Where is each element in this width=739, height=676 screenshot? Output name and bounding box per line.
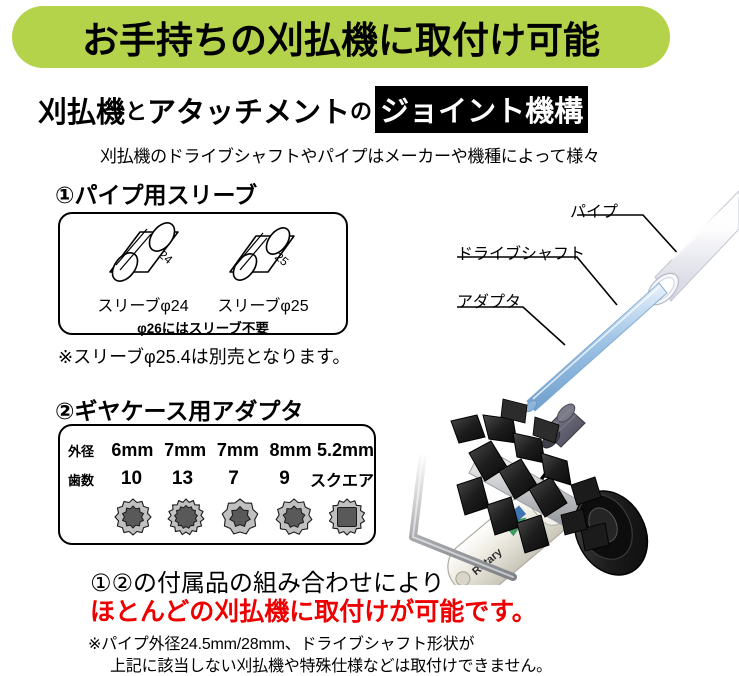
conclusion-line-1: ①②の付属品の組み合わせにより [90, 570, 445, 597]
adapter-row-outer-diameter: 外径 6mm 7mm 7mm 8mm 5.2mm [60, 438, 374, 462]
adapter-row-icons [60, 496, 374, 538]
footnote-line-1: ※パイプ外径24.5mm/28mm、ドライブシャフト形状が [88, 636, 475, 653]
adapter-od-cell: 5.2mm [316, 439, 374, 460]
section1-box [58, 212, 348, 335]
adapter-od-cell: 7mm [216, 439, 259, 460]
conclusion-line-2: ほとんどの刈払機に取付けが可能です。 [90, 598, 537, 626]
gear-7-tooth-icon [213, 497, 267, 537]
subtitle-part-2: と [125, 98, 148, 124]
banner-title: お手持ちの刈払機に取付け可能 [82, 20, 600, 61]
subtitle-highlight: ジョイント機構 [375, 86, 589, 133]
subtitle-part-3: アタッチメント [147, 96, 351, 129]
section1-heading: ①パイプ用スリーブ [55, 182, 258, 208]
adapter-od-cell: 8mm [269, 439, 312, 460]
sleeve-illustration-24: 24 [92, 222, 198, 299]
gear-square-icon [320, 497, 374, 537]
attachment-illustration: Rotary [395, 185, 739, 597]
section2-box [58, 424, 376, 545]
adapter-table: 外径 6mm 7mm 7mm 8mm 5.2mm 歯数 10 13 7 9 スク… [60, 424, 374, 545]
gear-9-tooth-icon [267, 497, 321, 537]
adapter-teeth-cell: スクエア [310, 473, 375, 490]
sleeve-illustration-25: 25 [212, 222, 318, 299]
handle-graphic [409, 449, 517, 581]
callout-leader-lines [457, 214, 682, 346]
sleeve-label-25: スリーブφ25 [217, 298, 309, 315]
adapter-teeth-cell: 9 [279, 468, 290, 489]
adapter-teeth-cell: 10 [120, 468, 143, 489]
adapter-od-cell: 6mm [111, 439, 154, 460]
sleeve-box-note: φ26にはスリーブ不要 [137, 321, 269, 336]
row-label-teeth-count: 歯数 [68, 472, 95, 488]
callout-label-adapter: アダプタ [457, 294, 522, 311]
subtitle: 刈払機 と アタッチメント の ジョイント機構 [38, 86, 589, 133]
header-banner: お手持ちの刈払機に取付け可能 [12, 6, 670, 68]
tiller-attachment-graphic: Rotary [409, 398, 649, 597]
sleeve-label-24: スリーブφ24 [97, 298, 189, 315]
gear-13-tooth-icon [160, 497, 214, 537]
callout-label-drive-shaft: ドライブシャフト [457, 246, 586, 263]
footnote-line-2: 上記に該当しない刈払機や特殊仕様などは取付けできません。 [110, 658, 552, 675]
gear-10-tooth-icon [106, 497, 160, 537]
drive-shaft-graphic [524, 282, 668, 413]
lead-text: 刈払機のドライブシャフトやパイプはメーカーや機種によって様々 [100, 147, 600, 166]
adapter-od-cell: 7mm [164, 439, 207, 460]
adapter-teeth-cell: 7 [228, 468, 239, 489]
row-label-outer-diameter: 外径 [68, 443, 95, 459]
adapter-row-teeth-count: 歯数 10 13 7 9 スクエア [60, 466, 374, 492]
subtitle-part-1: 刈払機 [38, 96, 126, 129]
section2-heading: ②ギヤケース用アダプタ [55, 398, 304, 424]
adapter-teeth-cell: 13 [171, 468, 194, 489]
subtitle-part-4: の [350, 98, 373, 124]
callout-label-pipe: パイプ [570, 204, 619, 221]
sleeve-sub-note: ※スリーブφ25.4は別売となります。 [58, 347, 351, 367]
